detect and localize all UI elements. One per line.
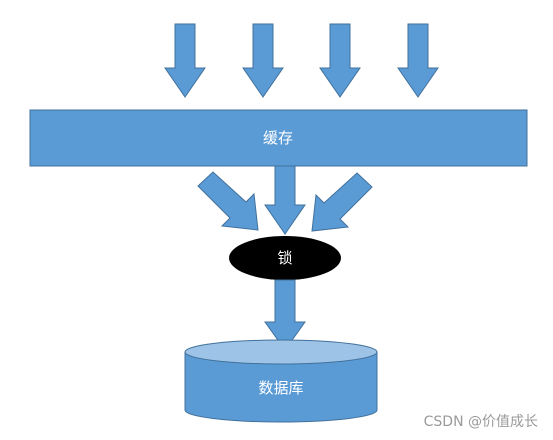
arrow-cache-to-lock-left <box>197 171 259 231</box>
cache-bar <box>29 109 528 167</box>
lock-ellipse <box>229 236 341 280</box>
lock-label: 锁 <box>277 249 292 267</box>
incoming-arrows <box>164 23 439 98</box>
incoming-arrow-1 <box>164 23 206 98</box>
cache-label: 缓存 <box>263 129 293 147</box>
database-top <box>184 339 378 365</box>
lock-node: 锁 <box>229 236 341 280</box>
incoming-arrow-4 <box>397 23 439 98</box>
incoming-arrow-3 <box>319 23 361 98</box>
database-cylinder: 数据库 <box>184 339 378 423</box>
database-body <box>184 351 378 423</box>
incoming-arrow-2 <box>242 23 284 98</box>
arrow-lock-to-database <box>264 279 306 351</box>
cache-layer: 缓存 <box>29 109 528 167</box>
csdn-watermark: CSDN @价值成长 <box>424 414 538 430</box>
cache-to-lock-arrows <box>197 165 373 235</box>
arrow-cache-to-lock-right <box>311 172 373 232</box>
database-label: 数据库 <box>258 379 303 397</box>
arrow-cache-to-lock-center <box>264 165 306 235</box>
